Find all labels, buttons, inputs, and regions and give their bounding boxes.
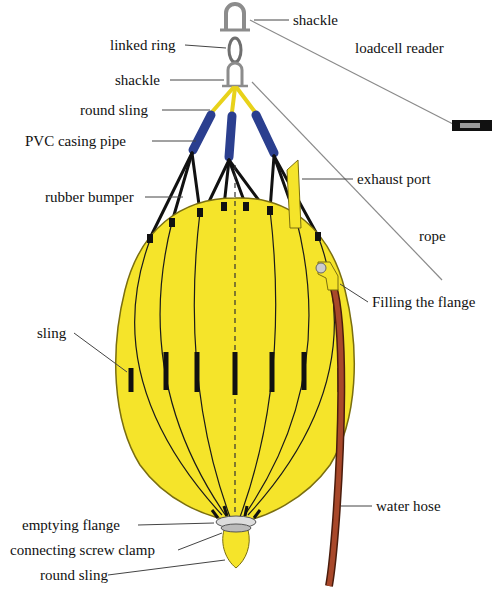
part-label: Filling the flange	[372, 293, 475, 311]
linked-ring	[229, 38, 241, 62]
center-line	[234, 165, 235, 515]
bottom-round-sling	[223, 530, 250, 568]
part-label: water hose	[376, 497, 441, 515]
round-sling	[212, 88, 255, 112]
part-label: shackle	[115, 71, 160, 89]
part-label: emptying flange	[22, 516, 120, 534]
pvc-casing-pipe	[193, 115, 274, 157]
filling-flange	[316, 262, 338, 290]
sling-marks	[131, 352, 340, 395]
part-label: exhaust port	[357, 170, 431, 188]
shackle-symbol	[222, 63, 248, 86]
part-label: shackle	[293, 11, 338, 29]
part-label: sling	[37, 324, 66, 342]
water-hose	[329, 285, 341, 586]
part-label: loadcell reader	[355, 39, 444, 57]
water-hose	[329, 285, 341, 586]
part-label: linked ring	[110, 36, 175, 54]
leader-lines	[74, 20, 372, 575]
emptying-flange	[212, 506, 260, 532]
part-label: rope	[419, 227, 446, 245]
part-label: PVC casing pipe	[25, 132, 126, 150]
part-label: round sling	[80, 101, 148, 119]
exhaust-port	[287, 160, 301, 228]
part-label: connecting screw clamp	[10, 541, 155, 559]
part-label: round sling	[40, 566, 108, 584]
part-label: rubber bumper	[45, 188, 134, 206]
shackle-symbol	[220, 4, 250, 30]
loadcell-reader	[452, 120, 492, 131]
